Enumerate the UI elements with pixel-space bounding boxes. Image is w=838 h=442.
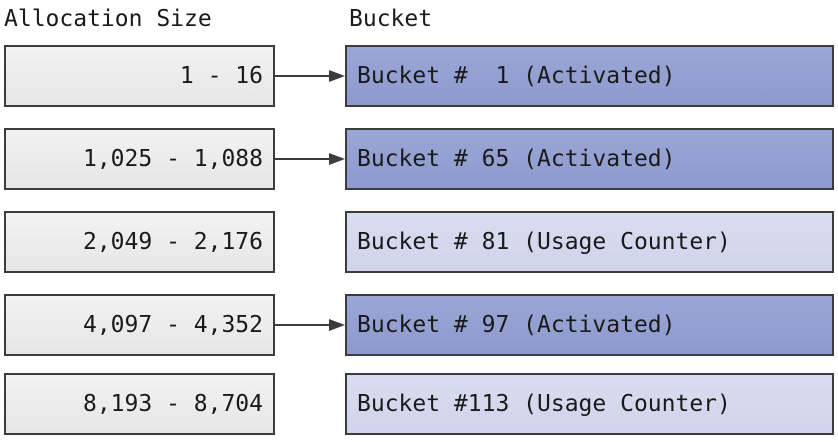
bucket-box-usage-counter: Bucket #113 (Usage Counter) [345, 373, 834, 435]
bucket-box-activated: Bucket # 97 (Activated) [345, 294, 834, 356]
arrow-connector [275, 153, 345, 165]
bucket-header: Bucket [349, 6, 433, 32]
allocation-size-box: 4,097 - 4,352 [4, 294, 275, 356]
allocation-size-box: 1,025 - 1,088 [4, 128, 275, 190]
allocation-size-header: Allocation Size [4, 6, 212, 32]
allocation-size-box: 1 - 16 [4, 45, 275, 107]
arrow-connector [275, 70, 345, 82]
bucket-box-usage-counter: Bucket # 81 (Usage Counter) [345, 211, 834, 273]
allocation-size-box: 8,193 - 8,704 [4, 373, 275, 435]
bucket-box-activated: Bucket # 1 (Activated) [345, 45, 834, 107]
allocation-size-box: 2,049 - 2,176 [4, 211, 275, 273]
bucket-box-activated: Bucket # 65 (Activated) [345, 128, 834, 190]
arrow-connector [275, 319, 345, 331]
